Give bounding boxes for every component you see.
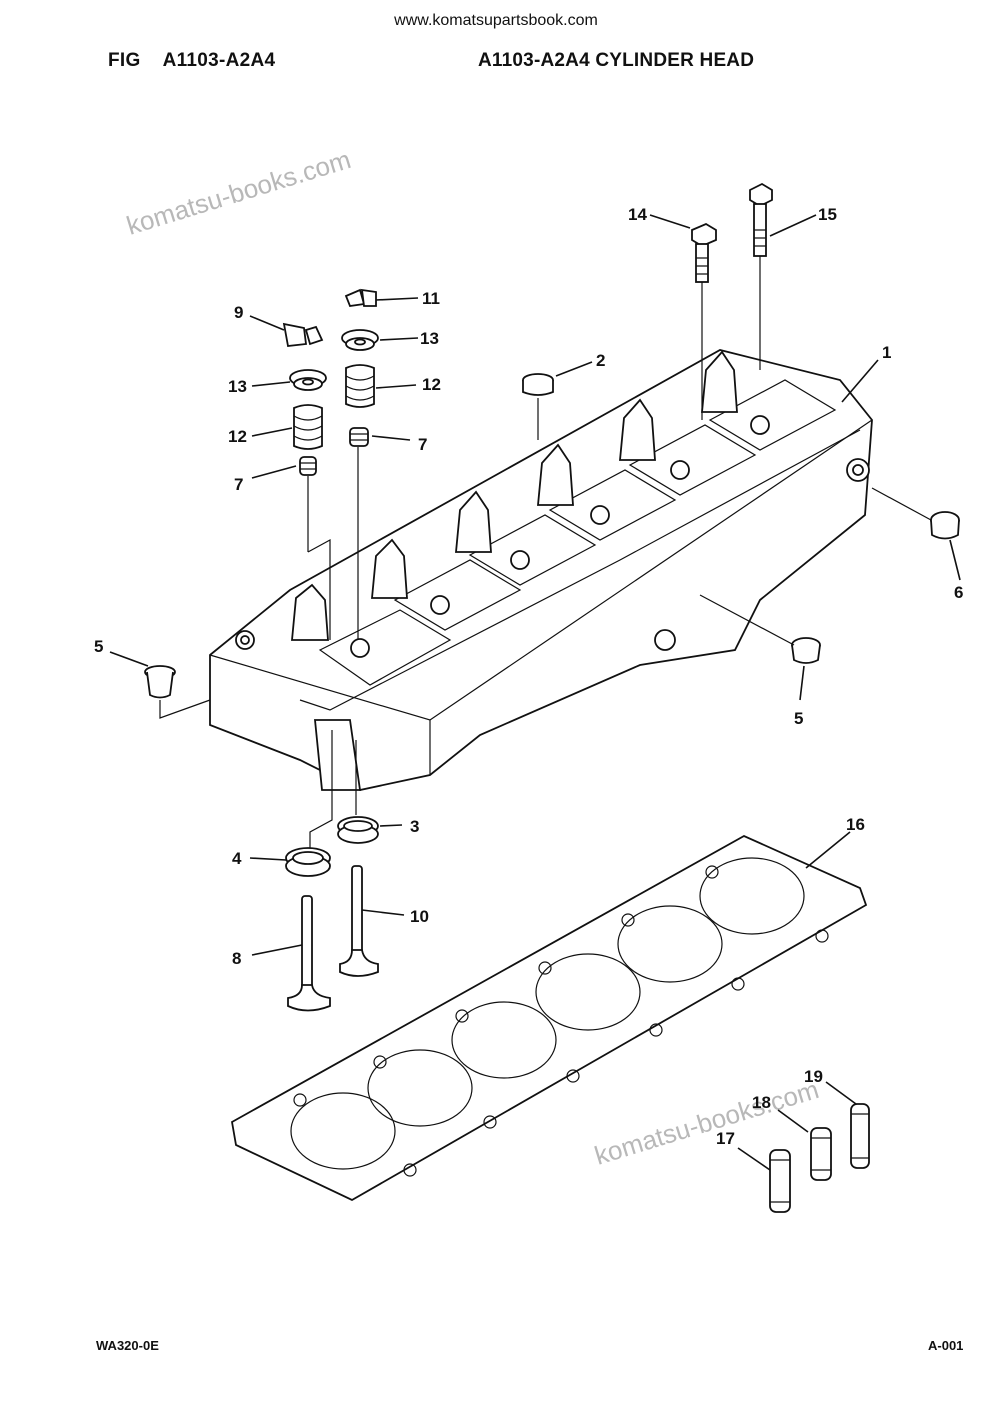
plug-part-6: [930, 511, 960, 540]
figure-title: A1103-A2A4 CYLINDER HEAD: [478, 50, 755, 71]
callout-8: 8: [232, 949, 241, 968]
callout-3: 3: [410, 817, 419, 836]
callout-5-right: 5: [794, 709, 803, 728]
plug-part-5-left: [144, 665, 176, 699]
callout-4: 4: [232, 849, 242, 868]
model-number: WA320-0E: [96, 1338, 159, 1353]
plug-part-5-right: [791, 637, 821, 664]
bolt-part-15: [749, 182, 773, 257]
valve-spring-right: [345, 364, 375, 408]
keeper-left: [282, 322, 324, 347]
valve-seat-insert-intake: [285, 847, 331, 877]
callout-19: 19: [804, 1067, 823, 1086]
callout-11: 11: [422, 289, 440, 308]
rocker-towers: [291, 350, 738, 641]
valve-spring-left: [293, 404, 323, 450]
figure-code: A1103-A2A4: [162, 50, 276, 71]
dowel-part-19: [850, 1103, 870, 1169]
figure-prefix: FIG: [108, 50, 141, 71]
figure-number: FIG A1103-A2A4: [108, 50, 275, 72]
callout-15: 15: [818, 205, 837, 224]
dowel-part-18: [810, 1127, 832, 1181]
site-url: www.komatsupartsbook.com: [394, 12, 598, 29]
page-number: A-001: [928, 1338, 964, 1353]
callout-2: 2: [596, 351, 605, 370]
callout-5-left: 5: [94, 637, 103, 656]
callout-6: 6: [954, 583, 963, 602]
spring-retainer-right: [341, 329, 379, 351]
callout-17: 17: [716, 1129, 735, 1148]
callout-16: 16: [846, 815, 865, 834]
injector-bosses: [350, 415, 770, 658]
callout-13-right: 13: [420, 329, 439, 348]
callout-7-left: 7: [234, 475, 243, 494]
spring-retainer-left: [289, 369, 327, 391]
callout-9: 9: [234, 303, 243, 322]
callout-14: 14: [628, 205, 647, 224]
valve-pockets: [318, 379, 837, 686]
callout-10: 10: [410, 907, 429, 926]
cap-part-2: [522, 373, 554, 396]
head-gasket: [231, 834, 868, 1202]
callout-18: 18: [752, 1093, 771, 1112]
watermark-top: komatsu-books.com: [123, 144, 354, 241]
callout-numbers: 1 2 3 4 5 5 6 7 7 8 9 10 11 12 12 13 13 …: [94, 205, 963, 1148]
valve-seat-insert-exhaust: [337, 816, 379, 844]
bolt-part-14: [691, 222, 717, 283]
leader-lines: [109, 214, 961, 1171]
callout-12-right: 12: [422, 375, 441, 394]
valve-stem-seal-left: [299, 456, 317, 476]
callout-7-right: 7: [418, 435, 427, 454]
valve-stem-seal-right: [349, 427, 369, 447]
keeper-right: [344, 288, 377, 307]
exhaust-valve: [339, 865, 379, 977]
callout-1: 1: [882, 343, 891, 362]
callout-13-left: 13: [228, 377, 247, 396]
intake-valve: [287, 895, 331, 1012]
callout-12-left: 12: [228, 427, 247, 446]
dowel-part-17: [769, 1149, 791, 1213]
